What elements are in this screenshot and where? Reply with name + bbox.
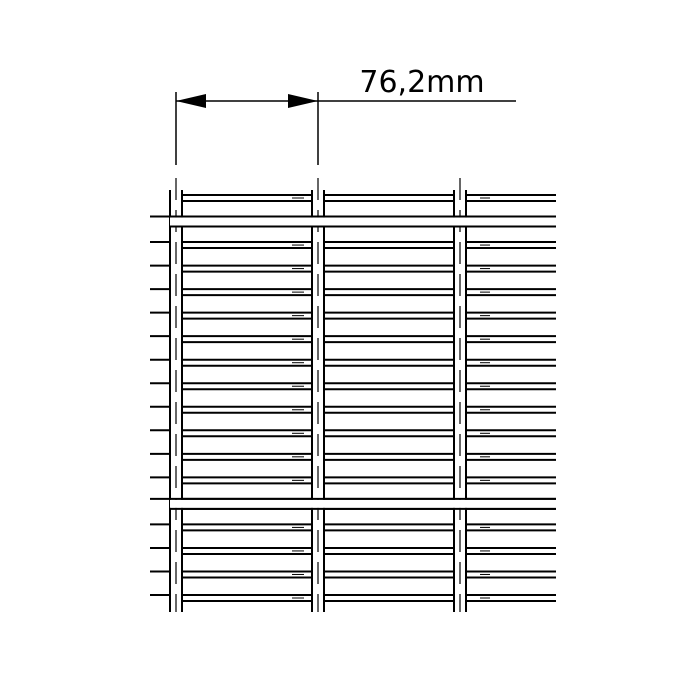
- dimension-label: 76,2mm: [359, 65, 484, 100]
- double-wire-fill: [170, 499, 556, 508]
- dimension-annotation: 76,2mm: [175, 65, 516, 165]
- double-wire-fill: [170, 217, 556, 226]
- welded-mesh: [150, 178, 556, 612]
